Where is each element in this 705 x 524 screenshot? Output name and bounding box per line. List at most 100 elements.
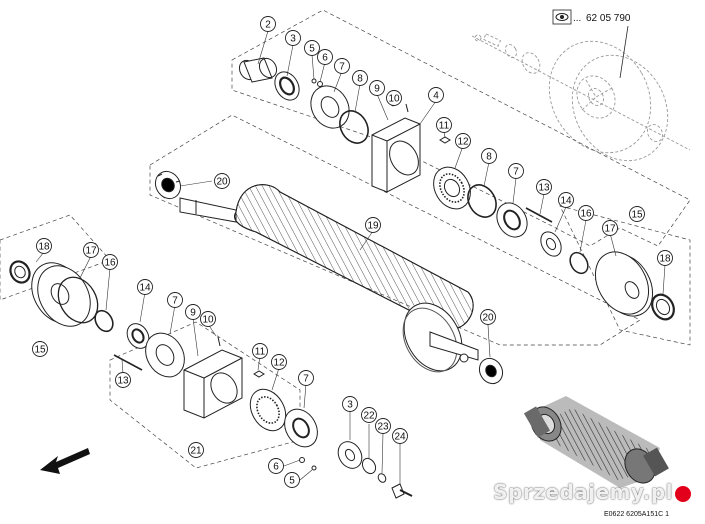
callout-circle [558, 192, 574, 208]
part-callout-p7a: 7 [334, 58, 350, 74]
part-number-label: 16 [104, 258, 116, 269]
callout-circle [480, 309, 496, 325]
callout-circle [334, 58, 350, 74]
callout-circle [392, 428, 408, 444]
part-callout-p20a: 20 [214, 173, 230, 189]
callout-circle [285, 30, 301, 46]
part-callout-p2: 2 [260, 16, 276, 32]
main-roller [154, 170, 504, 385]
part-callout-p10b: 10 [200, 311, 216, 327]
part-callout-p6b: 6 [268, 458, 284, 474]
part-number-label: 15 [34, 345, 46, 356]
callout-circle [36, 238, 52, 254]
callout-circle [185, 304, 201, 320]
part-number-label: 18 [659, 254, 671, 265]
callout-circle [32, 341, 48, 357]
part-callout-p5a: 5 [304, 40, 320, 56]
part-callout-p6a: 6 [317, 49, 333, 65]
part-callout-p21: 21 [188, 442, 204, 458]
callout-circle [481, 148, 497, 164]
callout-circle [386, 90, 402, 106]
part-number-label: 6 [322, 53, 328, 64]
part-number-label: 5 [309, 44, 315, 55]
assembled-roller-inset [520, 396, 672, 488]
part-number-label: 11 [255, 347, 266, 358]
part-number-label: 17 [604, 224, 616, 235]
callout-circle [352, 70, 368, 86]
callout-circle [375, 418, 391, 434]
part-number-label: 21 [190, 446, 202, 457]
part-number-label: 13 [538, 183, 550, 194]
part-number-label: 13 [117, 376, 129, 387]
callout-circle [508, 163, 524, 179]
part-number-label: 9 [190, 308, 196, 319]
part-callout-p14a: 14 [558, 192, 574, 208]
part-number-label: 14 [139, 283, 151, 294]
part-callout-p11a: 11 [436, 117, 452, 133]
part-callout-p9a: 9 [369, 80, 385, 96]
callout-circle [271, 354, 287, 370]
callout-circle [342, 396, 358, 412]
part-callout-p18a: 18 [657, 250, 673, 266]
part-number-label: 7 [303, 374, 309, 385]
callout-circle [188, 442, 204, 458]
part-number-label: 15 [631, 210, 643, 221]
part-number-label: 7 [513, 167, 519, 178]
reference-prefix: ... [573, 13, 581, 24]
part-number-label: 3 [347, 400, 353, 411]
callout-circle [252, 343, 268, 359]
callout-circle [428, 87, 444, 103]
part-number-label: 12 [457, 137, 469, 148]
direction-arrow-icon [40, 448, 90, 474]
callout-circle [298, 370, 314, 386]
part-callout-p11b: 11 [252, 343, 268, 359]
part-callout-p15a: 15 [629, 206, 645, 222]
callout-circle [284, 472, 300, 488]
part-callout-p15b: 15 [32, 341, 48, 357]
part-callout-p16b: 16 [102, 254, 118, 270]
callout-circle [657, 250, 673, 266]
callout-circle [304, 40, 320, 56]
part-number-label: 14 [560, 196, 572, 207]
part-callout-p22: 22 [361, 407, 377, 423]
part-number-label: 20 [482, 313, 494, 324]
part-number-label: 7 [339, 62, 345, 73]
callout-circle [436, 117, 452, 133]
part-callout-p8a: 8 [352, 70, 368, 86]
part-number-label: 9 [374, 84, 380, 95]
callout-circle [629, 206, 645, 222]
callout-circle [167, 292, 183, 308]
part-callout-p7b: 7 [508, 163, 524, 179]
part-callout-p4: 4 [428, 87, 444, 103]
callout-circle [115, 372, 131, 388]
callout-circle [455, 133, 471, 149]
part-callout-p5b: 5 [284, 472, 300, 488]
callout-circle [369, 80, 385, 96]
callout-circle [260, 16, 276, 32]
eye-icon [552, 9, 572, 25]
callout-circle [102, 254, 118, 270]
callout-circle [137, 279, 153, 295]
part-number-label: 5 [289, 476, 295, 487]
drawing-code: E0622 6205A151C 1 [604, 511, 669, 518]
part-number-label: 6 [273, 462, 279, 473]
part-callout-p17a: 17 [602, 220, 618, 236]
part-number-label: 17 [85, 246, 97, 257]
callout-circle [602, 220, 618, 236]
part-callout-p23: 23 [375, 418, 391, 434]
callout-circle [536, 179, 552, 195]
part-callout-p3b: 3 [342, 396, 358, 412]
part-callout-p19: 19 [365, 217, 381, 233]
part-number-label: 8 [357, 74, 363, 85]
part-callout-p20b: 20 [480, 309, 496, 325]
part-callout-p14b: 14 [137, 279, 153, 295]
reference-leader-line [619, 25, 629, 79]
part-number-label: 20 [216, 177, 228, 188]
callout-circle [268, 458, 284, 474]
callout-circle [361, 407, 377, 423]
part-callout-p17b: 17 [83, 242, 99, 258]
part-callout-p13a: 13 [536, 179, 552, 195]
